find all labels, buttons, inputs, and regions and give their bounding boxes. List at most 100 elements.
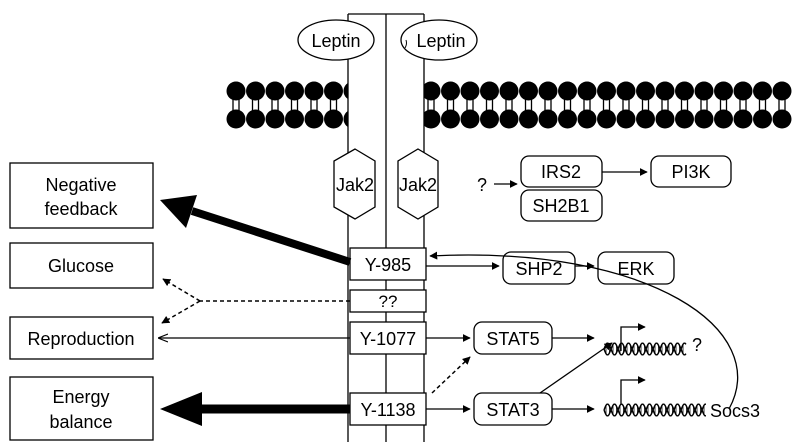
lipid-head-outer bbox=[460, 81, 480, 101]
arrow-socs3-feedback-to-y985 bbox=[429, 251, 739, 410]
jak2-label-left: Jak2 bbox=[336, 175, 374, 195]
energy-balance-line2: balance bbox=[49, 412, 112, 432]
lipid-head-outer bbox=[694, 81, 714, 101]
lipid-head-inner bbox=[636, 109, 655, 129]
arrowhead-negative-feedback bbox=[160, 195, 197, 228]
stat5-label: STAT5 bbox=[486, 329, 539, 349]
irs2-label: IRS2 bbox=[541, 162, 581, 182]
transcription-upper: ? bbox=[603, 323, 702, 356]
irs2-box: IRS2 bbox=[520, 155, 603, 188]
leptin-ligand-right: Leptin bbox=[400, 19, 478, 61]
lipid-head-outer bbox=[421, 81, 441, 101]
lipid-head-outer bbox=[519, 81, 538, 101]
lipid-head-inner bbox=[421, 109, 441, 129]
lipid-head-outer bbox=[577, 81, 597, 101]
lipid-head-inner bbox=[285, 109, 304, 129]
unknown-residue-label: ?? bbox=[379, 292, 398, 311]
lipid-head-outer bbox=[558, 81, 577, 101]
lipid-head-inner bbox=[304, 109, 324, 129]
lipid-head-outer bbox=[772, 81, 792, 101]
shp2-box: SHP2 bbox=[502, 251, 576, 285]
arrowhead-energy-balance bbox=[160, 392, 202, 426]
lipid-head-inner bbox=[226, 109, 246, 129]
lipid-head-inner bbox=[499, 109, 519, 129]
lipid-head-inner bbox=[733, 109, 753, 129]
lipid-head-outer bbox=[616, 81, 636, 101]
jak2-left: Jak2 bbox=[333, 148, 376, 220]
lipid-head-outer bbox=[480, 81, 499, 101]
lipid-head-inner bbox=[538, 109, 558, 129]
sh2b1-box: SH2B1 bbox=[520, 189, 603, 222]
lipid-head-inner bbox=[265, 109, 285, 129]
lipid-head-outer bbox=[499, 81, 519, 101]
stat3-box: STAT3 bbox=[473, 392, 553, 426]
negative-feedback-box: Negative feedback bbox=[9, 162, 154, 229]
lipid-head-outer bbox=[324, 81, 343, 101]
pi3k-label: PI3K bbox=[671, 162, 710, 182]
transcription-start-arrow-lower bbox=[620, 376, 646, 404]
dna-helix-upper bbox=[603, 342, 687, 356]
jak2-label-right: Jak2 bbox=[399, 175, 437, 195]
cell-membrane bbox=[226, 81, 792, 129]
lipid-head-outer bbox=[675, 81, 694, 101]
pi3k-box: PI3K bbox=[650, 155, 732, 188]
pathway-arrows bbox=[159, 168, 739, 413]
lipid-head-outer bbox=[246, 81, 265, 101]
lipid-head-inner bbox=[324, 109, 343, 129]
negative-feedback-line1: Negative bbox=[45, 175, 116, 195]
lipid-head-inner bbox=[460, 109, 480, 129]
lipid-head-inner bbox=[655, 109, 675, 129]
reproduction-box: Reproduction bbox=[9, 316, 154, 360]
lipid-head-inner bbox=[772, 109, 792, 129]
lipid-head-inner bbox=[577, 109, 597, 129]
lipid-head-outer bbox=[285, 81, 304, 101]
arrow-stat3-to-dna-upper bbox=[539, 342, 613, 394]
arrow-y1138-to-stat5-dashed bbox=[431, 356, 471, 394]
lipid-head-outer bbox=[597, 81, 616, 101]
erk-label: ERK bbox=[617, 259, 654, 279]
arrow-dashed-glucose bbox=[162, 278, 201, 302]
y1077-label: Y-1077 bbox=[360, 329, 416, 349]
lipid-head-outer bbox=[226, 81, 246, 101]
lipid-head-outer bbox=[714, 81, 733, 101]
lipid-head-inner bbox=[616, 109, 636, 129]
energy-balance-line1: Energy bbox=[52, 387, 109, 407]
leptin-ligand-left: Leptin bbox=[297, 19, 375, 61]
y1138-label: Y-1138 bbox=[360, 400, 415, 420]
dashed-arrows bbox=[161, 278, 471, 394]
unknown-residue-box: ?? bbox=[349, 289, 427, 313]
erk-box: ERK bbox=[597, 251, 675, 285]
lipid-head-outer bbox=[265, 81, 285, 101]
y1077-box: Y-1077 bbox=[349, 321, 427, 355]
thick-arrows bbox=[160, 195, 352, 426]
sh2b1-label: SH2B1 bbox=[532, 196, 589, 216]
dna-helix-lower bbox=[603, 403, 706, 417]
dna-strand bbox=[603, 342, 687, 356]
y985-label: Y-985 bbox=[365, 255, 411, 275]
reproduction-label: Reproduction bbox=[27, 329, 134, 349]
shp2-label: SHP2 bbox=[515, 259, 562, 279]
energy-balance-box: Energy balance bbox=[9, 376, 154, 441]
glucose-box: Glucose bbox=[9, 242, 154, 289]
lipid-head-inner bbox=[753, 109, 772, 129]
lipid-head-inner bbox=[694, 109, 714, 129]
leptin-label-left: Leptin bbox=[311, 31, 360, 51]
negative-feedback-line2: feedback bbox=[44, 199, 118, 219]
y985-box: Y-985 bbox=[349, 247, 427, 281]
lipid-head-outer bbox=[655, 81, 675, 101]
arrow-dashed-reproduction bbox=[161, 300, 201, 324]
lipid-head-inner bbox=[675, 109, 694, 129]
lipid-head-outer bbox=[753, 81, 772, 101]
lipid-head-inner bbox=[519, 109, 538, 129]
glucose-label: Glucose bbox=[48, 256, 114, 276]
lipid-head-inner bbox=[714, 109, 733, 129]
unknown-gene-label: ? bbox=[692, 335, 702, 355]
lipid-head-inner bbox=[480, 109, 499, 129]
socs3-label: Socs3 bbox=[710, 401, 760, 421]
transcription-lower: Socs3 bbox=[603, 376, 760, 421]
lipid-head-outer bbox=[538, 81, 558, 101]
lipid-head-inner bbox=[558, 109, 577, 129]
lipid-head-inner bbox=[246, 109, 265, 129]
